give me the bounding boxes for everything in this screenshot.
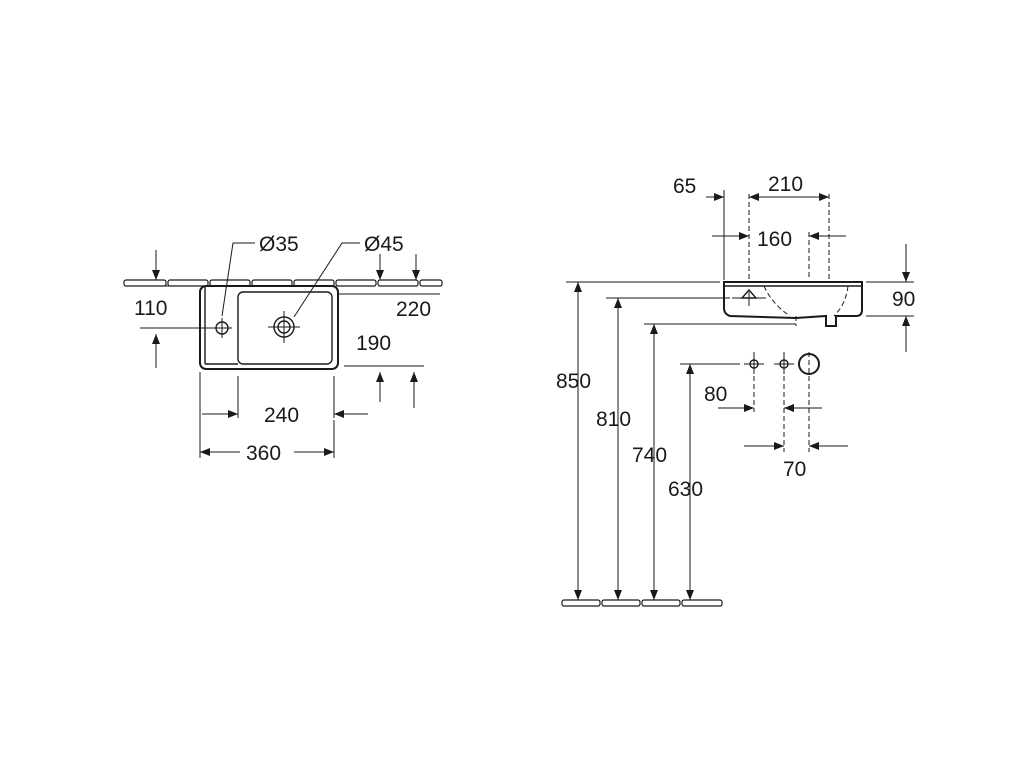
dim-70: 70: [783, 458, 806, 481]
dim-850: 850: [556, 370, 591, 393]
connection-points: [744, 353, 820, 375]
label-hole-tap: Ø35: [259, 233, 299, 256]
floor-strip: [561, 599, 723, 607]
dim-65: 65: [673, 175, 696, 198]
dim-90: 90: [892, 288, 915, 311]
waste-hole: [268, 311, 300, 343]
dim-210: 210: [768, 173, 803, 196]
dim-240: 240: [264, 404, 299, 427]
dim-220: 220: [396, 298, 431, 321]
dim-810: 810: [596, 408, 631, 431]
basin-front-view: [723, 281, 863, 327]
dim-80: 80: [704, 383, 727, 406]
dim-110: 110: [134, 297, 167, 320]
dim-630: 630: [668, 478, 703, 501]
dim-190: 190: [356, 332, 391, 355]
dim-740: 740: [632, 444, 667, 467]
basin-bowl-top: [237, 291, 333, 365]
dim-360: 360: [246, 442, 281, 465]
side-view: 65 210 160 90 850 810: [556, 173, 915, 607]
label-hole-waste: Ø45: [364, 233, 404, 256]
top-view-wall: [123, 279, 443, 287]
top-view: Ø35 Ø45 110 220 190 240: [123, 233, 443, 465]
dim-160: 160: [757, 228, 792, 251]
